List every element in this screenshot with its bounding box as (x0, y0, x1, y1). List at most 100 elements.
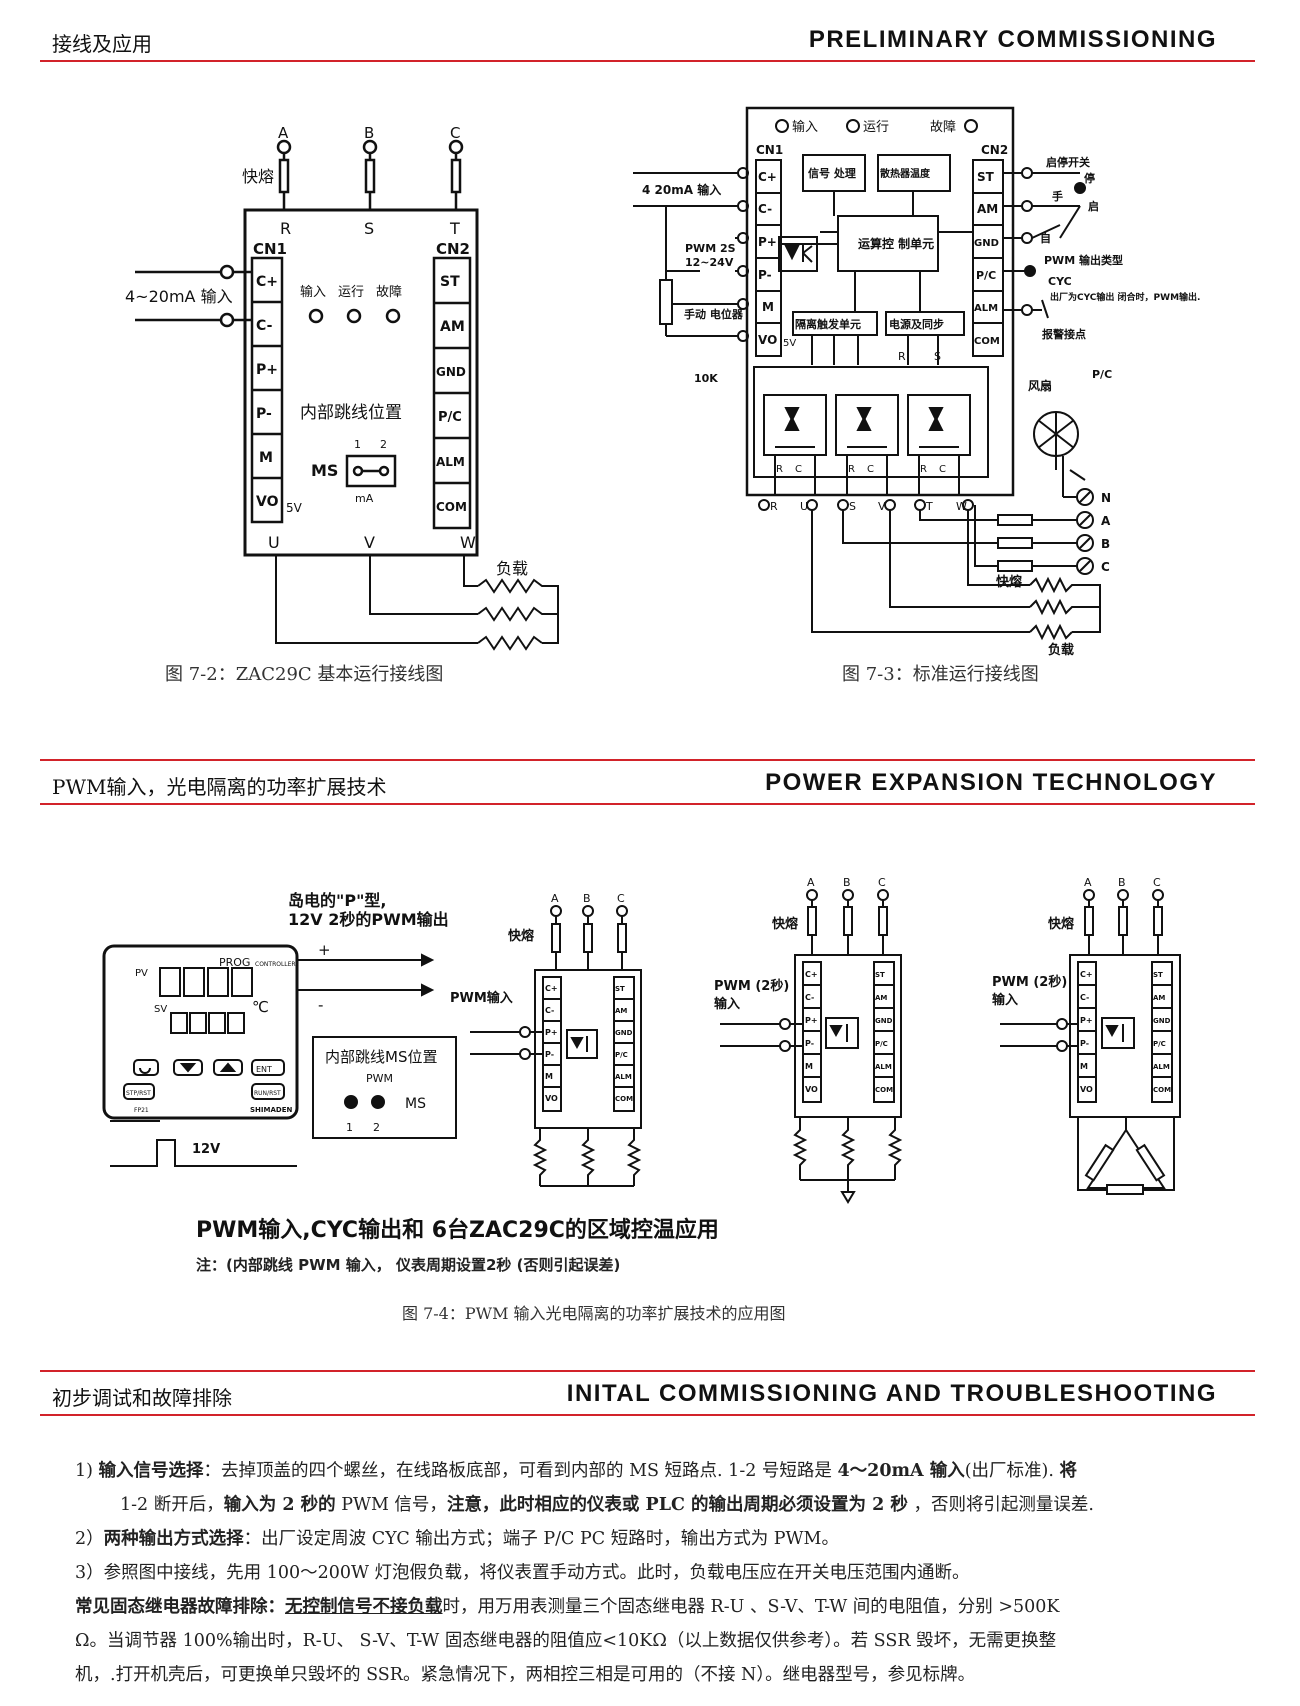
mains-c-label: C (1101, 560, 1110, 574)
fuse-label: 快熔 (996, 574, 1023, 590)
cn2-term-gnd: GND (436, 365, 466, 379)
figure-7-4-diagram: 岛电的"P"型, 12V 2秒的PWM输出 PV SV PROG CONTROL… (102, 876, 1181, 1204)
cn2-term-pc: P/C (976, 269, 996, 282)
led-fault-indicator (964, 119, 978, 133)
figure-7-3-diagram: 输入 运行 故障 CN1 CN2 C+ C- P+ P- M VO 5V ST … (633, 106, 1200, 658)
fuse-label: 快熔 (242, 167, 274, 186)
figure-7-4-caption: 图 7-4：PWM 输入光电隔离的功率扩展技术的应用图 (402, 1304, 786, 1323)
ms-label: MS (311, 461, 338, 480)
section-title-en: POWER EXPANSION TECHNOLOGY (765, 769, 1217, 796)
start-stop-switch-label: 启停开关 (1046, 155, 1090, 169)
led-run-label: 运行 (863, 120, 889, 135)
unit3-right-term: ST (1153, 971, 1163, 979)
u3-phase-c: C (1153, 876, 1161, 889)
12v-label: 12V (192, 1142, 220, 1157)
figure-7-4-note: 注：(内部跳线 PWM 输入， 仪表周期设置2秒 (否则引起误差) (196, 1256, 621, 1274)
unit2-right-term: GND (875, 1017, 893, 1025)
term-u-label: U (800, 500, 808, 513)
manual-label: 手 (1052, 189, 1063, 203)
unit2-left-term: M (805, 1062, 813, 1071)
term-t: T (449, 219, 460, 238)
block-isolated-trigger: 隔离触发单元 (795, 317, 861, 331)
mains-b-label: B (1101, 537, 1110, 551)
mains-a-label: A (1101, 514, 1111, 528)
cn2-label: CN2 (436, 240, 470, 258)
u2-pwm-label: PWM (2秒) (714, 978, 789, 994)
section-header-3: 初步调试和故障排除 INITAL COMMISSIONING AND TROUB… (40, 1370, 1255, 1416)
led-fault-label: 故障 (376, 285, 402, 300)
cyc-label: CYC (1048, 275, 1072, 288)
cn2-term-com: COM (974, 336, 1000, 347)
unit2-left-term: VO (805, 1085, 818, 1094)
section-header-2: PWM输入，光电隔离的功率扩展技术 POWER EXPANSION TECHNO… (40, 759, 1255, 805)
unit1-left-term: P+ (545, 1028, 558, 1037)
fan-icon (1033, 411, 1086, 481)
ssr2-r: R (848, 464, 855, 475)
unit1-right-term: ST (615, 985, 625, 993)
input-4-20ma-label: 4 20mA 输入 (642, 182, 721, 197)
brand-label: SHIMADEN (250, 1106, 292, 1114)
controller-device (102, 944, 299, 1122)
u3-phase-b: B (1118, 876, 1126, 889)
u2-phase-c: C (878, 876, 886, 889)
cn1-term-p-plus: P+ (256, 362, 278, 378)
ssr3-r: R (920, 464, 927, 475)
ent-key: ENT (256, 1065, 272, 1074)
unit3-right-term: ALM (1153, 1063, 1170, 1071)
led-input-label: 输入 (792, 119, 818, 135)
term-u: U (268, 533, 280, 552)
cyc-note-label: 出厂为CYC输出 闭合时，PWM输出. (1050, 291, 1200, 303)
ssr-unit-3 (1000, 889, 1181, 1195)
unit2-left-term: C+ (805, 970, 818, 979)
cn2-term-pc: P/C (438, 410, 462, 425)
cn1-term-c-minus: C- (256, 318, 273, 334)
mains-n-label: N (1101, 491, 1111, 505)
unit2-right-term: P/C (875, 1040, 888, 1048)
unit1-right-term: COM (615, 1095, 633, 1103)
plus-label: + (318, 941, 331, 959)
cn2-term-alm: ALM (436, 455, 465, 469)
unit2-right-term: AM (875, 994, 887, 1002)
unit2-left-term: P+ (805, 1016, 818, 1025)
u1-pwm-input-label: PWM输入 (450, 990, 513, 1006)
shimaden-title-2: 12V 2秒的PWM输出 (288, 910, 449, 929)
cn1-term-vo: VO (256, 494, 279, 510)
led-input-label: 输入 (300, 284, 326, 300)
unit1-left-term: C- (545, 1006, 554, 1015)
unit2-right-term: COM (875, 1086, 893, 1094)
ms-label: MS (405, 1096, 426, 1112)
ms-num-1: 1 (346, 1121, 353, 1134)
ms-num-2: 2 (380, 438, 387, 451)
unit2-left-term: C- (805, 993, 814, 1002)
minus-label: - (318, 996, 323, 1014)
unit3-left-term: P+ (1080, 1016, 1093, 1025)
pwm-2s-label: PWM 2S (685, 242, 736, 255)
ssr3-c: C (939, 464, 946, 475)
load-label: 负载 (1048, 642, 1074, 658)
cn1-term-p-minus: P- (256, 406, 272, 422)
run-key: RUN/RST (254, 1090, 281, 1097)
ssr-modules (753, 366, 989, 495)
block-signal-processing: 信号 处理 (808, 166, 856, 180)
led-run-indicator (846, 119, 860, 133)
phase-c-label: C (450, 124, 460, 142)
unit1-left-term: P- (545, 1050, 554, 1059)
section-title-en: INITAL COMMISSIONING AND TROUBLESHOOTING (566, 1380, 1217, 1407)
block-power-sync: 电源及同步 (889, 317, 944, 331)
term-r: R (280, 219, 291, 238)
cn1-label: CN1 (756, 143, 783, 157)
cn1-term-m: M (259, 450, 273, 466)
text-line-7: 机，.打开机壳后，可更换单只毁坏的 SSR。紧急情况下，两相控三相是可用的（不接… (75, 1665, 976, 1685)
ms-jumper (345, 454, 397, 488)
potentiometer-label: 手动 电位器 (684, 307, 744, 321)
led-input-indicator (308, 308, 324, 324)
unit3-right-term: COM (1153, 1086, 1171, 1094)
block-control-unit: 运算控 制单元 (858, 236, 934, 251)
unit2-left-term: P- (805, 1039, 814, 1048)
u3-pwm-label: PWM (2秒) (992, 974, 1067, 990)
ms-jumper-box (312, 1036, 457, 1139)
output-leads (1003, 167, 1081, 319)
pc-label: P/C (1092, 368, 1112, 381)
input-leads (135, 264, 252, 328)
cn1-label: CN1 (253, 240, 287, 258)
